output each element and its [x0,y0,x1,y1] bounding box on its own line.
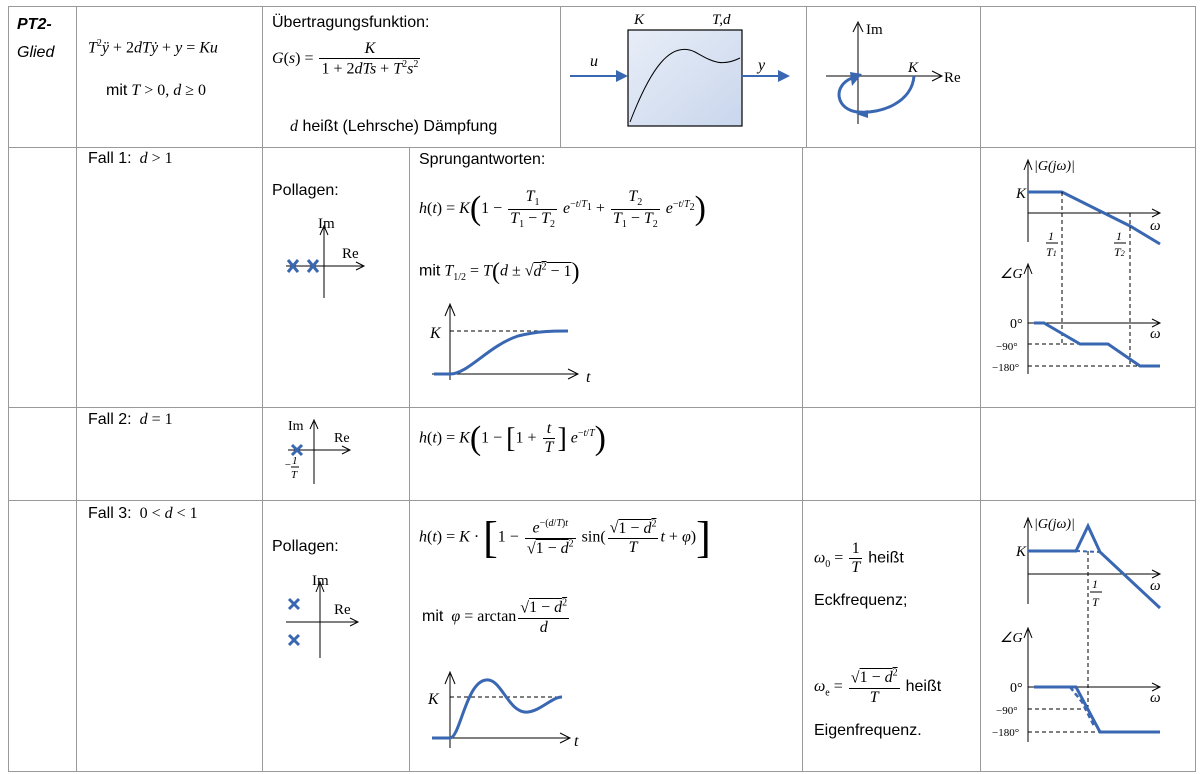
case3-step-formula: h(t) = K · [1 − e−(d/T)t√1 − d2 sin(√1 −… [419,513,711,562]
svg-text:Re: Re [342,246,359,262]
case1-step-plot: K t [429,302,591,386]
svg-text:Im: Im [318,216,335,232]
svg-text:|G(jω)|: |G(jω)| [1034,159,1075,174]
case1-pole-plot: Im Re [286,216,366,298]
transfer-function-label: Übertragungsfunktion: [272,14,430,31]
svg-text:Re: Re [334,431,350,446]
case3-label: Fall 3: 0 < d < 1 [88,505,198,522]
case1-time-constants: mit T1/2 = T(d ± √d2 − 1) [419,259,580,285]
block-diagram: K T,d u y [570,12,790,127]
block-u-label: u [590,53,598,70]
svg-text:T: T [291,469,298,481]
block-y-label: y [756,57,766,74]
svg-text:K: K [1015,544,1027,560]
case3-step-plot: K t [427,670,579,750]
svg-text:Re: Re [334,602,351,618]
case2-pole-plot: Im Re − 1 T [284,418,352,484]
damping-note: d heißt (Lehrsche) Dämpfung [290,118,498,135]
svg-text:−90°: −90° [996,341,1018,353]
case3-bode-plot: |G(jω)| K ω 1 T ∠G ω 0° −90° −180° [992,516,1162,742]
element-name-line2: Glied [17,44,55,61]
svg-text:0°: 0° [1010,681,1023,696]
parameter-condition: mit T > 0, d ≥ 0 [106,82,207,99]
case3-poles-label: Pollagen: [272,538,339,555]
svg-text:ω: ω [1150,690,1161,706]
svg-text:1: 1 [1092,577,1098,591]
svg-text:K: K [1015,186,1027,202]
block-K-label: K [633,12,645,28]
svg-text:1: 1 [292,455,298,467]
svg-text:T: T [1092,595,1100,609]
svg-text:K: K [429,325,442,342]
svg-text:t: t [586,369,591,386]
differential-equation: T2ÿ + 2dTẏ + y = Ku [88,38,218,57]
svg-text:T2: T2 [1114,245,1125,259]
case1-bode-plot: |G(jω)| K ω 1 T1 1 T2 ∠G ω 0° −90° −180° [992,158,1162,374]
svg-text:ω: ω [1150,326,1161,342]
case3-pole-plot: Im Re [286,573,360,658]
svg-text:0°: 0° [1010,317,1023,332]
svg-text:K: K [427,691,440,708]
svg-text:ω: ω [1150,578,1161,594]
block-Td-label: T,d [712,12,731,28]
case1-poles-label: Pollagen: [272,182,339,199]
svg-text:Im: Im [288,419,304,434]
element-name: PT2- [17,16,52,33]
svg-text:t: t [574,733,579,750]
svg-text:ω: ω [1150,218,1161,234]
nyquist-re: Re [944,70,961,86]
svg-text:−180°: −180° [992,727,1019,739]
svg-text:∠G: ∠G [1000,631,1023,646]
svg-text:T1: T1 [1046,245,1057,259]
case1-label: Fall 1: d > 1 [88,150,173,167]
svg-text:∠G: ∠G [1000,267,1023,282]
svg-text:−: − [284,459,291,471]
svg-text:|G(jω)|: |G(jω)| [1034,517,1075,532]
natural-frequency-label: Eigenfrequenz. [814,722,922,739]
svg-text:−90°: −90° [996,705,1018,717]
corner-frequency-label: Eckfrequenz; [814,592,908,609]
svg-text:−180°: −180° [992,362,1019,374]
case2-label: Fall 2: d = 1 [88,411,173,428]
case1-step-label: Sprungantworten: [419,151,546,168]
nyquist-K: K [907,60,919,76]
svg-text:1: 1 [1048,229,1054,243]
nyquist-plot: Im Re K [826,20,961,124]
svg-text:Im: Im [312,573,329,589]
nyquist-im: Im [866,22,883,38]
svg-text:1: 1 [1116,229,1122,243]
